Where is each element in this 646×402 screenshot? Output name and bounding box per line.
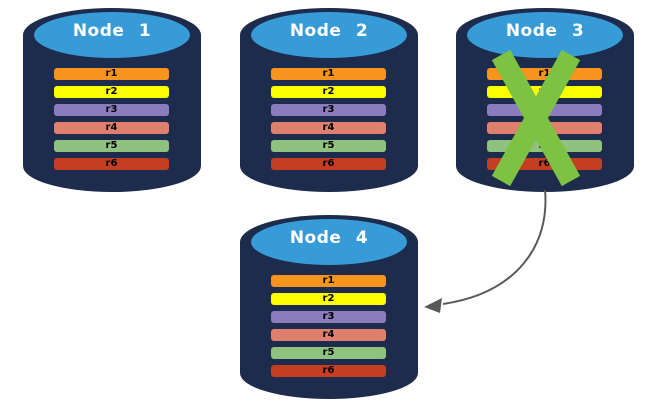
record-bar-r4: r4 bbox=[271, 122, 386, 134]
node-4-record-stack: r1 r2 r3 r4 r5 r6 bbox=[271, 275, 386, 377]
record-bar-r1: r1 bbox=[54, 68, 169, 80]
record-bar-r4: r4 bbox=[271, 329, 386, 341]
cylinder-top-face bbox=[251, 219, 407, 265]
record-label: r3 bbox=[105, 104, 118, 115]
record-label: r2 bbox=[322, 293, 335, 304]
node-2-record-stack: r1 r2 r3 r4 r5 r6 bbox=[271, 68, 386, 170]
node-1-record-stack: r1 r2 r3 r4 r5 r6 bbox=[54, 68, 169, 170]
node-4-title: Node 4 bbox=[289, 228, 369, 248]
node-1-title: Node 1 bbox=[72, 21, 152, 41]
record-label: r2 bbox=[322, 86, 335, 97]
record-label: r4 bbox=[105, 122, 118, 133]
record-bar-r1: r1 bbox=[271, 275, 386, 287]
record-bar-r6: r6 bbox=[271, 158, 386, 170]
record-bar-r2: r2 bbox=[54, 86, 169, 98]
record-bar-r3: r3 bbox=[271, 104, 386, 116]
record-bar-r5: r5 bbox=[54, 140, 169, 152]
record-bar-r2: r2 bbox=[271, 293, 386, 305]
record-bar-r1: r1 bbox=[271, 68, 386, 80]
record-label: r1 bbox=[105, 68, 118, 79]
record-label: r6 bbox=[538, 158, 551, 169]
node-1: Node 1 r1 r2 r3 r4 r5 r6 bbox=[23, 8, 201, 192]
record-label: r5 bbox=[105, 140, 118, 151]
record-bar-r2: r2 bbox=[271, 86, 386, 98]
failure-cross-icon bbox=[491, 49, 581, 187]
cylinder-top-face bbox=[34, 12, 190, 58]
cylinder-top-face bbox=[467, 12, 623, 58]
record-label: r1 bbox=[538, 68, 551, 79]
record-label: r5 bbox=[322, 140, 335, 151]
record-label: r6 bbox=[322, 158, 335, 169]
record-bar-r3: r3 bbox=[271, 311, 386, 323]
record-label: r6 bbox=[322, 365, 335, 376]
node-2: Node 2 r1 r2 r3 r4 r5 r6 bbox=[240, 8, 418, 192]
record-label: r5 bbox=[322, 347, 335, 358]
record-bar-r3: r3 bbox=[54, 104, 169, 116]
record-label: r1 bbox=[322, 68, 335, 79]
node-3-title: Node 3 bbox=[505, 21, 585, 41]
record-label: r3 bbox=[322, 311, 335, 322]
record-label: r4 bbox=[322, 329, 335, 340]
node-2-title: Node 2 bbox=[289, 21, 369, 41]
record-label: r6 bbox=[105, 158, 118, 169]
node-3: Node 3 r1 r2 r3 r4 r5 r6 bbox=[456, 8, 634, 192]
node-4: Node 4 r1 r2 r3 r4 r5 r6 bbox=[240, 215, 418, 399]
record-bar-r5: r5 bbox=[271, 140, 386, 152]
record-label: r3 bbox=[322, 104, 335, 115]
record-bar-r6: r6 bbox=[271, 365, 386, 377]
record-bar-r4: r4 bbox=[54, 122, 169, 134]
cylinder-top-face bbox=[251, 12, 407, 58]
record-label: r4 bbox=[322, 122, 335, 133]
record-bar-r6: r6 bbox=[54, 158, 169, 170]
record-bar-r5: r5 bbox=[271, 347, 386, 359]
record-label: r2 bbox=[105, 86, 118, 97]
record-label: r1 bbox=[322, 275, 335, 286]
